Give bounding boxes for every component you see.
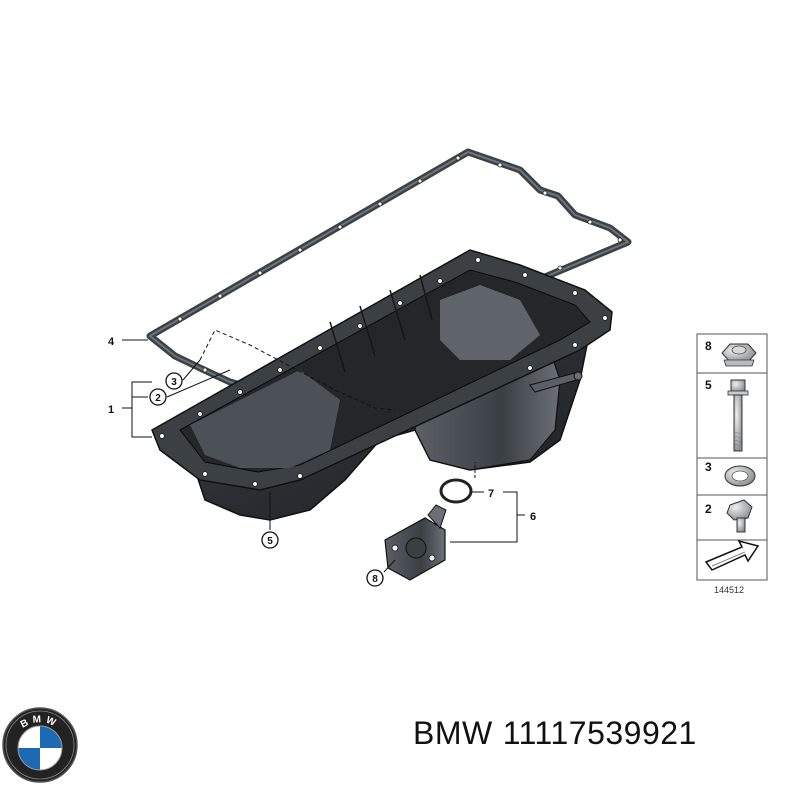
oil-pan — [151, 249, 613, 521]
bolt-icon — [727, 379, 749, 452]
parts-legend: 8 5 3 2 — [696, 333, 768, 595]
o-ring — [439, 478, 473, 504]
svg-text:8: 8 — [372, 574, 378, 585]
callout-3: 3 — [165, 372, 183, 390]
svg-text:1: 1 — [108, 404, 114, 416]
svg-text:6: 6 — [530, 511, 536, 523]
callout-7: 7 — [488, 488, 494, 500]
svg-text:5: 5 — [267, 536, 273, 547]
nut-icon — [721, 343, 757, 367]
diagram-number: 144512 — [714, 585, 744, 595]
washer-icon — [724, 465, 756, 487]
legend-item-8: 8 — [705, 339, 712, 353]
callout-2: 2 — [149, 388, 167, 406]
bmw-logo: BMW — [2, 707, 78, 783]
part-number: 11117539921 — [502, 715, 697, 751]
callout-4: 4 — [108, 336, 115, 348]
brand-name: BMW — [413, 715, 493, 751]
legend-item-2: 2 — [705, 502, 712, 516]
legend-item-3: 3 — [705, 460, 712, 474]
callout-5: 5 — [261, 531, 279, 549]
oil-level-sensor — [384, 504, 447, 581]
legend-item-5: 5 — [705, 378, 712, 392]
callout-1: 1 — [108, 404, 114, 416]
direction-arrow-icon — [704, 539, 760, 571]
svg-text:7: 7 — [488, 488, 494, 500]
leader-lines — [122, 329, 525, 573]
svg-text:2: 2 — [155, 393, 161, 404]
drain-plug-icon — [726, 499, 753, 533]
callout-8: 8 — [366, 569, 384, 587]
svg-text:4: 4 — [108, 336, 115, 348]
svg-text:3: 3 — [171, 377, 177, 388]
callout-6: 6 — [530, 511, 536, 523]
